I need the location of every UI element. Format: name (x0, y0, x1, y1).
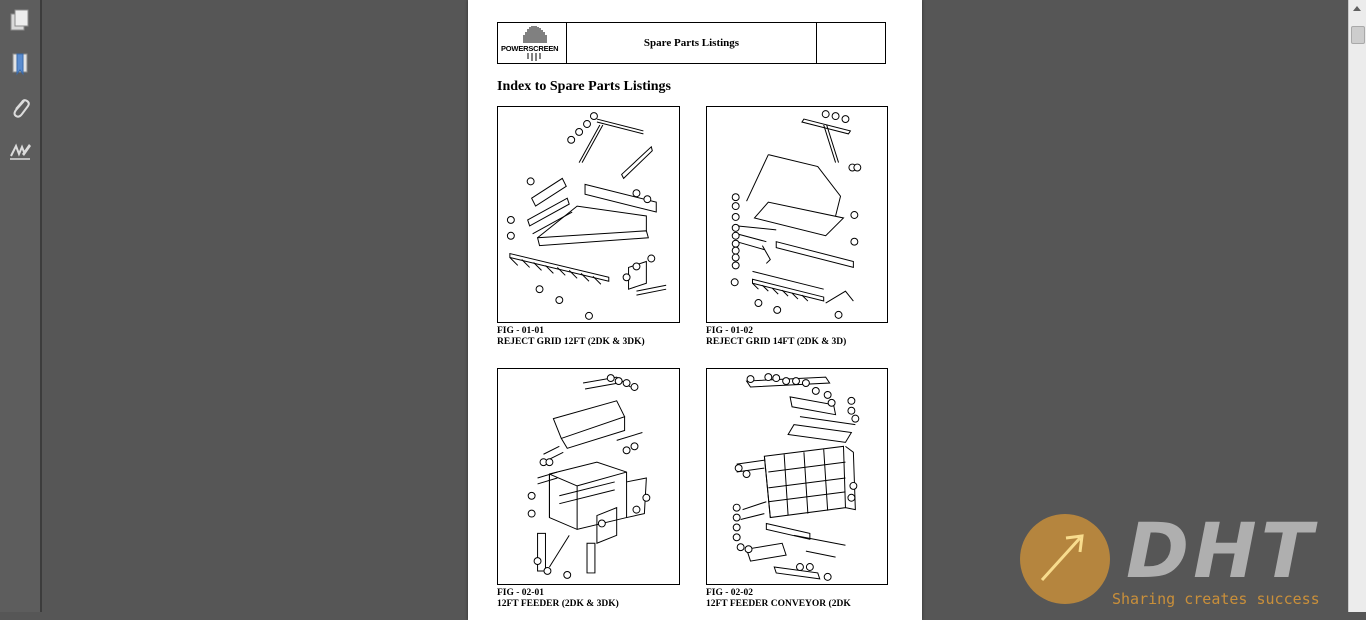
scroll-up-icon[interactable] (1353, 6, 1361, 11)
figure-title: REJECT GRID 12FT (2DK & 3DK) (497, 337, 645, 347)
12ft-feeder-conveyor-diagram (732, 373, 860, 581)
logo-text: POWERSCREEN (501, 44, 559, 53)
figure-02-01-drawing[interactable] (497, 368, 680, 585)
figure-code: FIG - 01-01 (497, 326, 544, 336)
12ft-feeder-diagram (527, 374, 651, 579)
figure-code: FIG - 02-01 (497, 588, 544, 598)
figure-title: 12FT FEEDER CONVEYOR (2DK (706, 599, 851, 609)
figure-02-02-drawing[interactable] (706, 368, 888, 585)
powerscreen-logo: POWERSCREEN (498, 23, 567, 63)
page-header: POWERSCREEN Spare Parts Listings (497, 22, 886, 64)
figure-02-02-caption[interactable]: FIG - 02-02 12FT FEEDER CONVEYOR (2DK (706, 588, 851, 610)
navigation-pane (0, 0, 42, 612)
attachments-icon[interactable] (7, 94, 33, 120)
scroll-thumb[interactable] (1351, 26, 1365, 44)
figure-title: 12FT FEEDER (2DK & 3DK) (497, 599, 619, 609)
reject-grid-12ft-diagram (506, 112, 667, 320)
figure-01-01-caption[interactable]: FIG - 01-01 REJECT GRID 12FT (2DK & 3DK) (497, 326, 645, 348)
figure-title: REJECT GRID 14FT (2DK & 3D) (706, 337, 847, 347)
figure-01-02-caption[interactable]: FIG - 01-02 REJECT GRID 14FT (2DK & 3D) (706, 326, 846, 348)
watermark-tagline: Sharing creates success (1112, 590, 1320, 608)
vertical-scrollbar[interactable] (1348, 0, 1366, 612)
header-blank-cell (817, 23, 885, 63)
header-title: Spare Parts Listings (567, 23, 817, 63)
figure-02-01-caption[interactable]: FIG - 02-01 12FT FEEDER (2DK & 3DK) (497, 588, 619, 610)
document-page: POWERSCREEN Spare Parts Listings Index t… (468, 0, 922, 620)
watermark-logo-icon (1020, 514, 1110, 604)
signatures-icon[interactable] (7, 137, 33, 163)
dht-watermark: DHT Sharing creates success (1018, 506, 1358, 612)
figure-code: FIG - 02-02 (706, 588, 753, 598)
figure-01-01-drawing[interactable] (497, 106, 680, 323)
reject-grid-14ft-diagram (730, 110, 862, 319)
bookmarks-icon[interactable] (7, 51, 33, 77)
pages-icon[interactable] (7, 8, 33, 34)
watermark-letters: DHT (1126, 506, 1317, 595)
figure-code: FIG - 01-02 (706, 326, 753, 336)
index-heading: Index to Spare Parts Listings (497, 79, 671, 94)
figure-01-02-drawing[interactable] (706, 106, 888, 323)
